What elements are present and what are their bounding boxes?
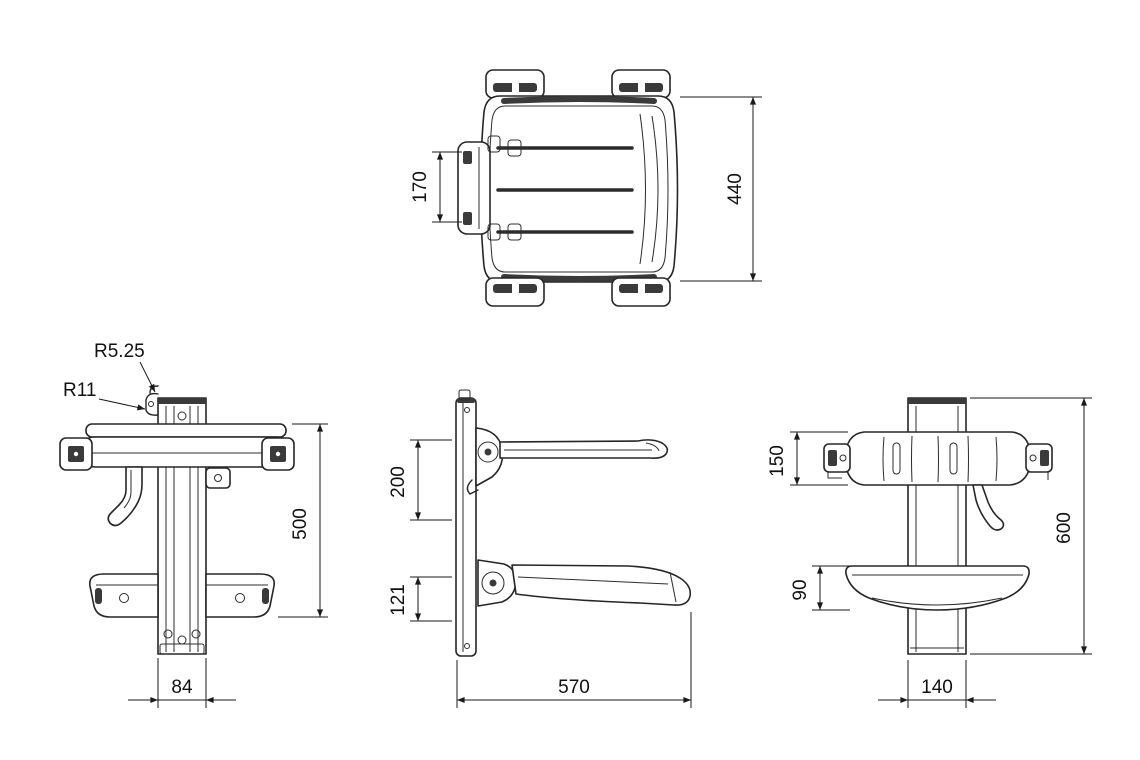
dim-label-84: 84 bbox=[171, 677, 193, 698]
bracket-hole bbox=[1029, 454, 1037, 462]
top-view: 170 440 bbox=[410, 69, 762, 307]
seat-inner-contour bbox=[488, 105, 669, 273]
seat-lens-line bbox=[911, 435, 913, 483]
plate-hole bbox=[464, 407, 470, 413]
bracket-foot bbox=[827, 472, 842, 479]
dim-label-500: 500 bbox=[290, 508, 311, 540]
side-view: 200 121 570 bbox=[388, 389, 692, 708]
bracket-tab bbox=[487, 223, 501, 241]
upper-latch bbox=[466, 479, 479, 495]
seat-top-bar bbox=[85, 423, 287, 438]
lower-arm-line bbox=[517, 576, 669, 585]
foot-pad-gap bbox=[638, 83, 645, 92]
dimension-170: 170 bbox=[410, 151, 462, 223]
slat-hinge bbox=[507, 223, 522, 241]
radius-label-r525: R5.25 bbox=[94, 341, 145, 362]
plate-hole bbox=[464, 643, 470, 649]
upper-arm bbox=[499, 439, 669, 459]
dim-label-200: 200 bbox=[388, 466, 409, 498]
seat-top-band bbox=[501, 96, 657, 104]
upper-pivot-bolt bbox=[484, 448, 492, 456]
upper-arm-tip bbox=[645, 442, 660, 452]
bracket-bolt bbox=[463, 212, 472, 225]
seat-lens-line bbox=[995, 436, 998, 482]
wing-hole bbox=[235, 593, 245, 603]
column-top-cap bbox=[908, 398, 966, 404]
dim-label-121: 121 bbox=[388, 584, 409, 616]
seat-lens-line bbox=[882, 436, 885, 482]
seat-slot bbox=[892, 442, 901, 475]
dimension-121: 121 bbox=[388, 576, 452, 622]
seat-edge-curve bbox=[639, 113, 646, 265]
latch-pin bbox=[148, 401, 154, 407]
wall-plate bbox=[455, 397, 477, 657]
bracket-clamp bbox=[1040, 450, 1049, 466]
plate-tab bbox=[458, 389, 471, 400]
bracket-hole bbox=[839, 454, 847, 462]
seat-slot bbox=[949, 442, 958, 475]
rail-foot-screw bbox=[163, 629, 173, 639]
seat-lens-line bbox=[967, 435, 969, 483]
release-handle bbox=[972, 484, 1005, 531]
dim-label-570: 570 bbox=[558, 677, 590, 698]
end-view: 150 90 600 140 bbox=[767, 397, 1092, 708]
lower-arm-end-line bbox=[669, 571, 677, 603]
rail-screw bbox=[177, 411, 187, 421]
pad-bolt-center bbox=[275, 451, 281, 457]
dimension-570: 570 bbox=[456, 612, 692, 708]
lower-pivot-bolt bbox=[489, 579, 497, 587]
latch-profile bbox=[145, 392, 159, 416]
bracket-tab bbox=[487, 135, 501, 153]
dimension-84: 84 bbox=[128, 658, 236, 708]
dimension-90: 90 bbox=[790, 565, 850, 611]
mount-bracket bbox=[457, 141, 491, 235]
side-bracket bbox=[205, 467, 231, 489]
leader-line bbox=[139, 361, 156, 393]
trigger-inner-line bbox=[123, 470, 132, 509]
foot-pad-gap bbox=[512, 284, 519, 293]
foot-pad-gap bbox=[512, 83, 519, 92]
rail-foot bbox=[159, 643, 205, 655]
seat-edge-bar bbox=[79, 436, 293, 468]
upper-pivot bbox=[477, 441, 499, 463]
dim-label-90: 90 bbox=[790, 579, 811, 600]
wing-slot bbox=[262, 588, 269, 604]
lower-pivot bbox=[481, 571, 505, 595]
dim-label-140: 140 bbox=[921, 677, 953, 698]
lower-shelf bbox=[845, 565, 1030, 611]
dim-label-440: 440 bbox=[725, 173, 746, 205]
wing-hole bbox=[119, 593, 129, 603]
rail-foot-screw bbox=[191, 629, 201, 639]
dim-label-170: 170 bbox=[410, 171, 431, 203]
radius-label-r11: R11 bbox=[63, 380, 96, 401]
rail-top-cap bbox=[158, 398, 206, 404]
slat-hinge bbox=[507, 139, 522, 157]
dimension-500: 500 bbox=[278, 423, 328, 618]
dimension-200: 200 bbox=[388, 439, 452, 521]
foot-pad-gap bbox=[638, 284, 645, 293]
dimension-600: 600 bbox=[970, 397, 1092, 655]
bracket-bolt bbox=[463, 151, 472, 164]
side-bracket-hole bbox=[214, 474, 222, 482]
leader-line bbox=[98, 398, 146, 411]
pad-bolt-center bbox=[73, 451, 79, 457]
dim-label-150: 150 bbox=[767, 445, 788, 477]
dimension-150: 150 bbox=[767, 431, 848, 486]
front-view: R5.25 R11 bbox=[59, 341, 328, 708]
dimension-140: 140 bbox=[878, 660, 996, 708]
dimension-440: 440 bbox=[680, 96, 762, 282]
seat-lens-line bbox=[937, 435, 939, 483]
release-trigger bbox=[107, 466, 143, 527]
dim-label-600: 600 bbox=[1054, 512, 1075, 544]
wing-slot bbox=[95, 588, 102, 604]
shelf-curve-line bbox=[871, 597, 1003, 606]
seat-edge-curve bbox=[651, 115, 659, 263]
bracket-clamp bbox=[828, 450, 837, 466]
